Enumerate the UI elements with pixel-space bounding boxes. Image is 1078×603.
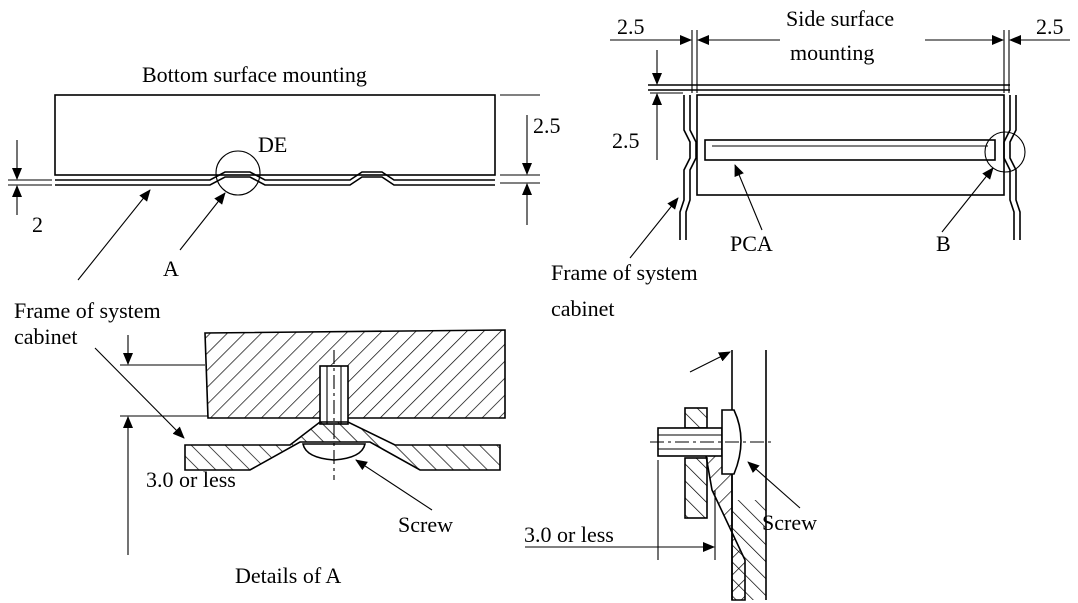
dim-side-left-height: 2.5	[612, 128, 640, 153]
side-drive-body	[696, 94, 1005, 196]
screw-right-label: Screw	[762, 510, 817, 535]
dim-bottom-height: 2.5	[533, 113, 561, 138]
drive-body	[54, 94, 496, 176]
frame-left-line2: cabinet	[14, 324, 78, 349]
label-pca: PCA	[730, 231, 773, 256]
leader-a	[179, 192, 226, 251]
side-frame-right-wall	[1003, 95, 1015, 240]
leader-frame-left	[77, 189, 151, 281]
detail-circle-a	[215, 150, 261, 196]
leader-pca	[734, 164, 763, 231]
side-frame-left-wall	[685, 95, 697, 240]
leader-screw-left	[355, 459, 433, 511]
de-label: DE	[258, 132, 287, 157]
details-a-caption: Details of A	[235, 563, 341, 588]
limit-right: 3.0 or less	[524, 522, 614, 547]
label-b: B	[936, 231, 951, 256]
frame-left-line1: Frame of system	[14, 298, 161, 323]
dim-side-top-right: 2.5	[1036, 14, 1064, 39]
details-of-b-view: Screw 3.0 or less	[524, 350, 817, 601]
side-mounting-view: Side surface mounting 2.5 2.5	[610, 6, 1070, 259]
drive-chunk-top	[684, 407, 708, 429]
dim-side-top-left: 2.5	[617, 14, 645, 39]
leader-frame-detail-b	[689, 351, 731, 373]
frame-right-line2: cabinet	[551, 296, 615, 321]
dim-bottom-clearance: 2	[32, 212, 43, 237]
frame-wall-hatch	[732, 500, 766, 600]
detail-circle-b	[984, 131, 1026, 173]
label-a: A	[163, 256, 179, 281]
leader-frame-detail	[94, 347, 185, 439]
bottom-mounting-title: Bottom surface mounting	[142, 62, 367, 87]
frame-section	[184, 421, 501, 471]
pca-board	[704, 139, 996, 161]
side-title-line2: mounting	[790, 40, 874, 65]
frame-plate-bottom	[55, 176, 495, 186]
frame-plate-top	[55, 171, 495, 181]
leader-frame-right	[629, 197, 679, 259]
drive-section	[204, 329, 506, 419]
bottom-mounting-view: Bottom surface mounting DE 2.5 2 A	[8, 62, 561, 281]
details-of-a-view: 3.0 or less Screw Details of A	[94, 329, 506, 588]
frame-right-line1: Frame of system	[551, 260, 698, 285]
limit-left: 3.0 or less	[146, 467, 236, 492]
side-frame-right-wall	[1009, 95, 1021, 240]
leader-b	[941, 167, 994, 233]
side-frame-left-wall	[679, 95, 691, 240]
side-title-line1: Side surface	[786, 6, 894, 31]
drive-chunk-bottom	[684, 457, 708, 519]
leader-screw-right	[747, 461, 801, 509]
screw-left-label: Screw	[398, 512, 453, 537]
